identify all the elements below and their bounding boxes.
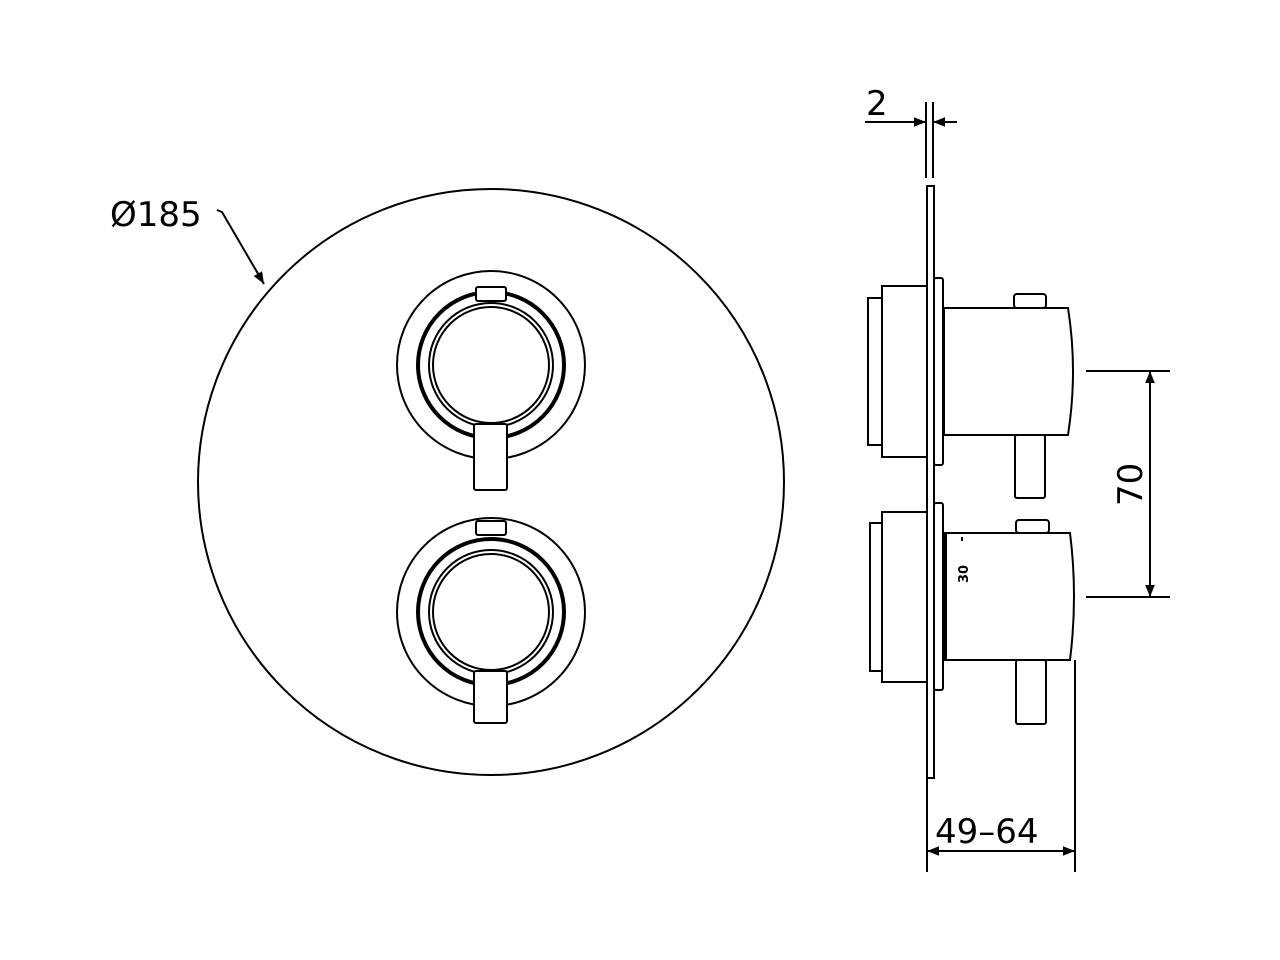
side-view: 30	[867, 185, 1075, 779]
thickness-dimension: 2	[865, 84, 957, 178]
lower-knob	[396, 517, 586, 724]
diameter-dimension: Ø185	[110, 195, 265, 285]
upper-lever-handle	[473, 423, 508, 491]
projection-label: 49–64	[935, 812, 1039, 852]
wall-plate	[926, 185, 935, 779]
scale-mark: 30	[957, 565, 972, 583]
front-view: Ø185	[110, 188, 785, 776]
thickness-label: 2	[866, 84, 888, 124]
cover-plate-outline	[197, 188, 785, 776]
diameter-label: Ø185	[110, 195, 202, 235]
spacing-dimension: 70	[1086, 370, 1170, 598]
upper-knob	[396, 270, 586, 491]
projection-dimension: 49–64	[926, 660, 1076, 872]
lower-lever-handle	[473, 670, 508, 724]
spacing-label: 70	[1111, 463, 1151, 506]
